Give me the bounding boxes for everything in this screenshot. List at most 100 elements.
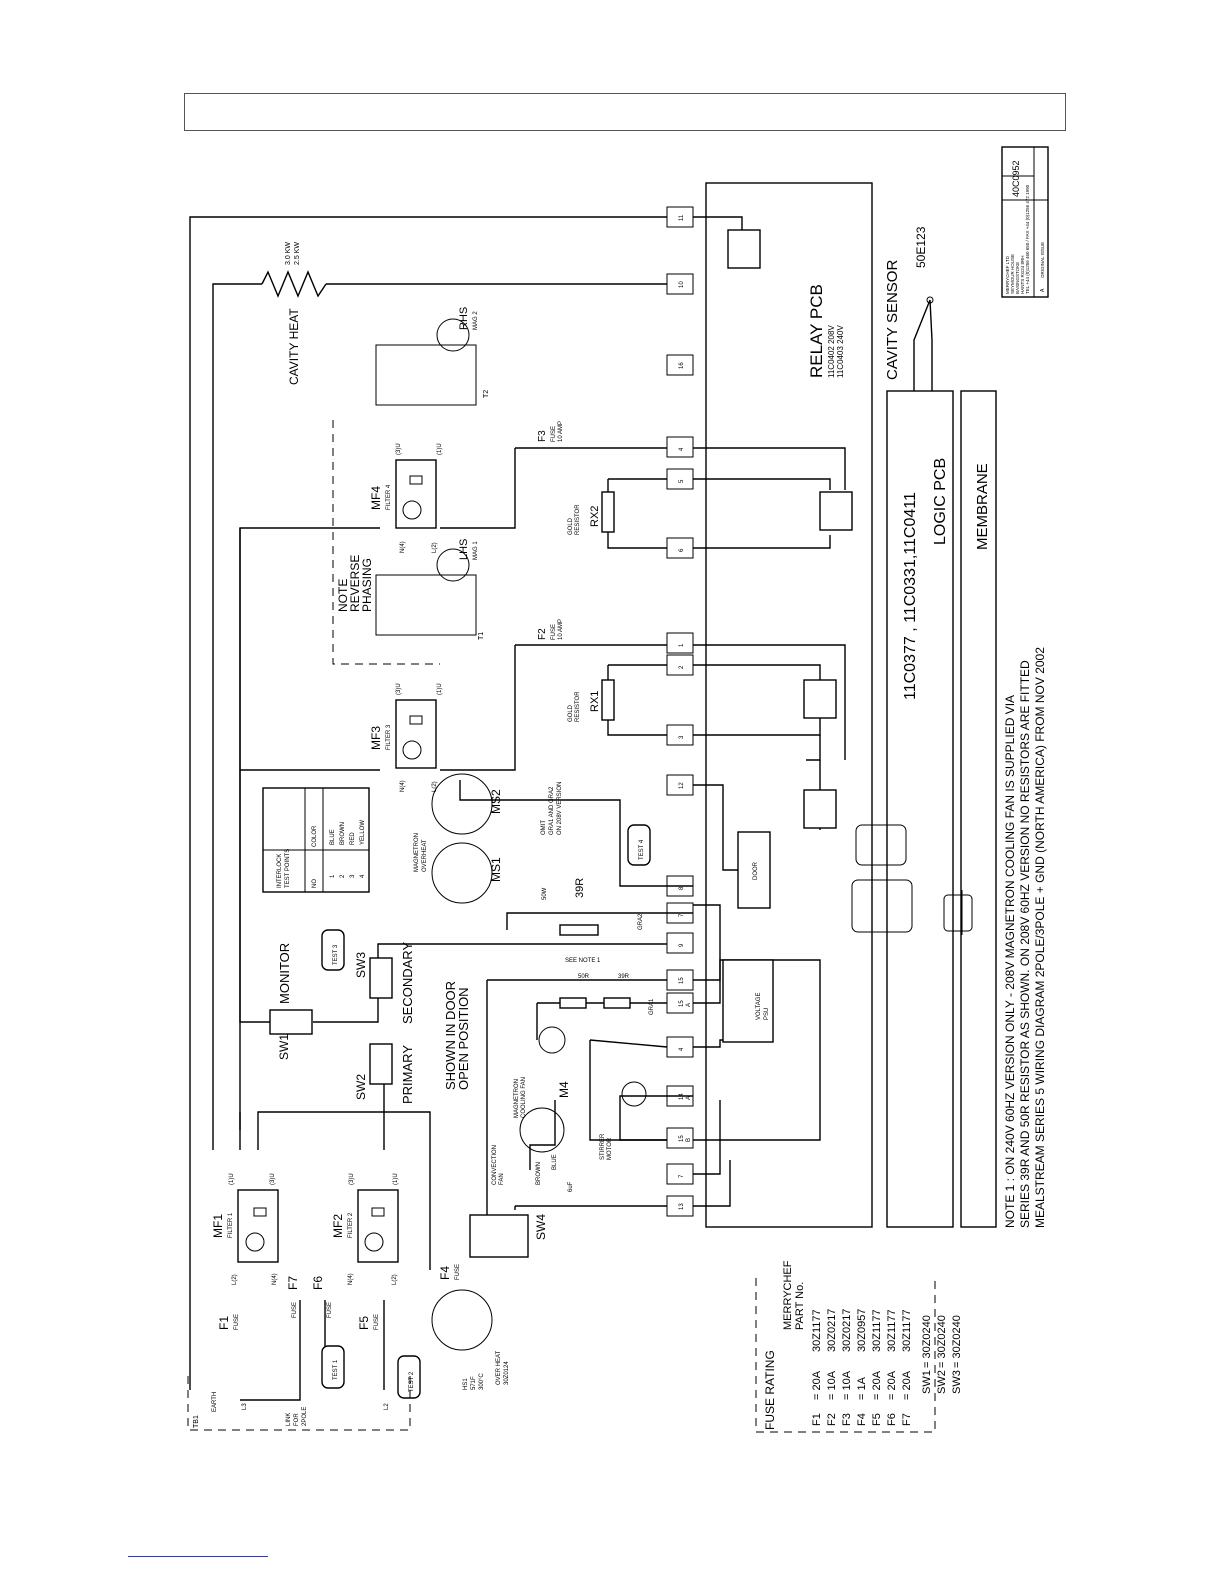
switch-rating-part: = 30Z0240 <box>921 1315 933 1368</box>
mf4-n4: N(4) <box>400 541 406 553</box>
blue-label: BLUE <box>552 1154 558 1170</box>
fuse-rating-row-part: 30Z0957 <box>856 1309 868 1352</box>
fuse-word-f4: FUSE <box>455 1264 461 1280</box>
fuse-rating-row-part: 30Z1177 <box>871 1309 883 1352</box>
m4-label: M4 <box>557 1081 571 1098</box>
note-line-1: NOTE 1 : ON 240V 60HZ VERSION ONLY - 208… <box>1003 695 1017 1228</box>
t1-label: T1 <box>478 632 485 640</box>
interlock-row-no: 2 <box>340 874 346 878</box>
fuse-f4: F4 <box>438 1266 452 1280</box>
fuse-rating-row-part: 30Z0217 <box>826 1309 838 1352</box>
t2-label: T2 <box>483 390 490 398</box>
door-switch-box <box>737 831 771 909</box>
interlock-table <box>262 787 370 893</box>
fuse-f3: F3 <box>537 430 548 442</box>
relay-pin-label: 2 <box>679 665 685 669</box>
logic-pcb-codes: 11C0377 , 11C0331,11C0411 <box>902 492 919 700</box>
mf4-3u: (3)U <box>396 443 402 455</box>
interlock-color: COLOR <box>312 825 318 847</box>
switch-rating-part: = 30Z0240 <box>936 1315 948 1368</box>
note-line-3: MEALSTREAM SERIES 5 WIRING DIAGRAM 2POLE… <box>1033 647 1047 1228</box>
gold-resistor-rx2 <box>601 491 615 533</box>
test-point-2 <box>397 1355 421 1399</box>
fuse-f6: F6 <box>311 1276 325 1290</box>
sw1-label: SW1 <box>277 1034 291 1060</box>
test-point-3-label: TEST 3 <box>333 944 339 965</box>
convection-fan-motor <box>519 1107 565 1153</box>
mf1-sub: FILTER 1 <box>228 1212 234 1238</box>
fuse-word-f5: FUSE <box>374 1314 380 1330</box>
fuse-word-f7: FUSE <box>292 1302 298 1318</box>
voltage-psu-box <box>722 959 774 1043</box>
relay-pin-label: 5 <box>679 479 685 483</box>
rx2-label: RX2 <box>589 506 601 527</box>
fuse-word-f6: FUSE <box>327 1302 333 1318</box>
fuse-rating-row-fuse: F4 <box>856 1413 868 1426</box>
rhs-label: RHS <box>458 307 470 330</box>
relay-pins <box>666 206 694 1217</box>
relay-pin-label: 7 <box>679 1174 685 1178</box>
rx2-gold: GOLDRESISTOR <box>568 504 581 535</box>
gra1-label: GRA1 <box>649 998 655 1015</box>
stirrer-motor <box>621 1081 647 1107</box>
filter-mf1 <box>237 1189 279 1263</box>
relay-pcb-label: RELAY PCB <box>807 284 826 378</box>
mf2-sub: FILTER 2 <box>348 1212 354 1238</box>
gold-resistor-rx1 <box>601 679 615 721</box>
mf3-label: MF3 <box>369 726 383 750</box>
mf3-l2: L(2) <box>432 781 438 792</box>
phasing-note: NOTEREVERSEPHASING <box>336 555 374 612</box>
relay-pin-label: 8 <box>679 886 685 890</box>
relay-pin-label: 15A <box>679 1000 692 1007</box>
rhs-sub: MAG 2 <box>473 311 479 330</box>
interlock-row-color: YELLOW <box>360 820 366 845</box>
note-line-2: SERIES 39R AND 50R RESISTOR AS SHOWN. ON… <box>1018 660 1032 1228</box>
interlock-row-no: 1 <box>330 874 336 878</box>
fuse-rating-row-fuse: F5 <box>871 1413 883 1426</box>
mf1-n4: N(4) <box>272 1273 278 1285</box>
membrane-label: MEMBRANE <box>974 463 991 550</box>
r50w-label: 50W <box>542 887 548 900</box>
hv-circuit-lhs <box>375 548 477 636</box>
fuse-word-f1: FUSE <box>234 1314 240 1330</box>
fuse-rating-row-amp: = 10A <box>826 1370 838 1400</box>
primary-label: PRIMARY <box>400 1045 415 1104</box>
test-point-2-label: TEST 2 <box>409 1371 415 1392</box>
interlock-no: NO <box>312 879 318 888</box>
mf2-1u: (1)U <box>393 1173 399 1185</box>
hv-circuit-rhs <box>375 318 477 406</box>
see-note-label: SEE NOTE 1 <box>565 958 601 964</box>
switch-sw4 <box>469 1214 529 1258</box>
door-label: DOOR <box>753 861 759 880</box>
r50r-label: 50R <box>578 974 590 980</box>
cavity-sensor-label: CAVITY SENSOR <box>884 260 901 380</box>
mf4-label: MF4 <box>369 486 383 510</box>
title-drawing-no: 40C0952 <box>1011 160 1021 197</box>
rx1-gold: GOLDRESISTOR <box>568 691 581 722</box>
relay-pin-label: 15B <box>679 1135 692 1142</box>
relay-pin-label: 12 <box>679 782 685 789</box>
title-block <box>1001 146 1049 298</box>
cooling-fan-motor <box>538 1026 566 1054</box>
mf2-l2: L(2) <box>392 1274 398 1285</box>
phasing-dashed-box <box>332 420 440 665</box>
relay-pin-label: 4 <box>679 1047 685 1051</box>
r39r-label: 39R <box>618 974 630 980</box>
rx1-label: RX1 <box>589 691 601 712</box>
test-point-4 <box>627 824 651 866</box>
mf4-l2: L(2) <box>432 542 438 553</box>
relay-pin-label: 13 <box>679 1203 685 1210</box>
fuse-rating-row-amp: = 20A <box>901 1370 913 1400</box>
relay-pin-label: 3 <box>679 735 685 739</box>
sw2-label: SW2 <box>354 1074 368 1100</box>
lhs-label: LHS <box>458 539 470 560</box>
test-point-1 <box>321 1345 345 1389</box>
relay-pin-label: 7 <box>679 913 685 917</box>
relay-k4 <box>727 229 761 269</box>
sw3-label: SW3 <box>354 952 368 978</box>
ms1-label: MS1 <box>489 857 503 882</box>
